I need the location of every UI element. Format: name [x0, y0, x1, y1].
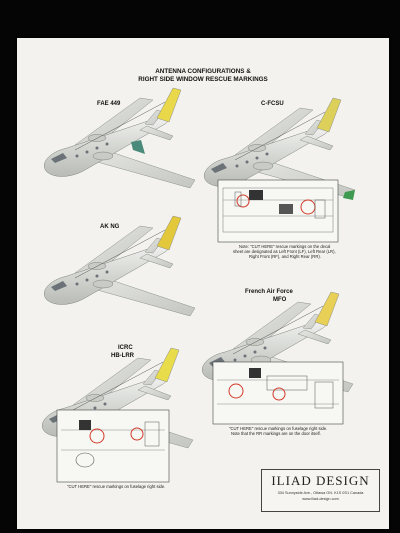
label-icrc: ICRC — [118, 345, 133, 351]
sheet-title-line1: ANTENNA CONFIGURATIONS & — [155, 68, 251, 75]
logo-address: 334 Sunnyside Ave., Ottawa ON. K1S 0S1 C… — [277, 491, 364, 495]
aircraft-icrc-hb-lrr — [41, 347, 194, 449]
label-french-air-force: French Air Force — [245, 289, 293, 295]
note-mfo-line1: "CUT HERE" rescue markings on fuselage r… — [229, 426, 328, 431]
note-mfo-line2: Note that the RR markings are on the doo… — [231, 431, 321, 436]
iliad-design-logo: ILIAD DESIGN 334 Sunnyside Ave., Ottawa … — [261, 469, 380, 512]
note-icrc: "CUT HERE" rescue markings on fuselage r… — [67, 484, 166, 489]
label-c-fcsu: C-FCSU — [261, 101, 284, 107]
aircraft-ak-ng — [43, 215, 196, 317]
label-ak-ng: AK NG — [100, 224, 120, 230]
note-c-fcsu-line3: Right Front (RF), and Right Rear (RR). — [249, 254, 321, 259]
rescue-detail-mfo — [212, 361, 344, 425]
note-c-fcsu-line1: Note: "CUT HERE" rescue markings on the … — [239, 244, 331, 249]
rescue-detail-c-fcsu — [217, 179, 339, 243]
label-hb-lrr: HB-LRR — [111, 353, 134, 359]
rescue-detail-icrc — [56, 409, 170, 483]
logo-website: www.iliad-design.com — [302, 497, 339, 501]
logo-name: ILIAD DESIGN — [271, 473, 370, 488]
aircraft-fae-449 — [43, 87, 196, 189]
sheet-title-line2: RIGHT SIDE WINDOW RESCUE MARKINGS — [138, 76, 268, 83]
note-c-fcsu-line2: sheet are designated as Left Front (LF),… — [233, 249, 336, 254]
label-fae-449: FAE 449 — [97, 101, 121, 107]
aircraft-c-fcsu — [203, 97, 356, 200]
aircraft-french-air-force-mfo — [201, 291, 354, 393]
sheet-illustrations — [41, 87, 356, 483]
decal-instruction-sheet: ANTENNA CONFIGURATIONS & RIGHT SIDE WIND… — [17, 38, 389, 529]
label-mfo: MFO — [273, 297, 287, 303]
